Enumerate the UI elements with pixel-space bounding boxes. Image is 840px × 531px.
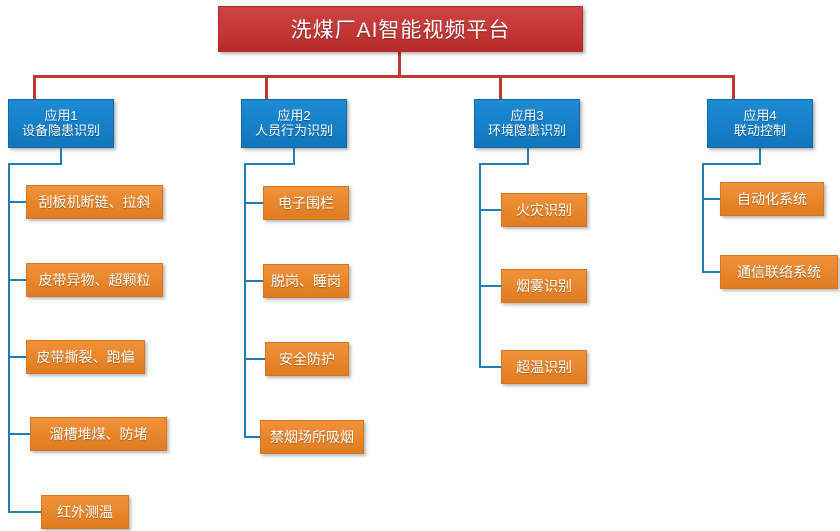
leaf-node-app3-1-label: 火灾识别 bbox=[516, 202, 572, 218]
branch1-elbow-connector bbox=[8, 163, 62, 165]
branch2-stem-connector bbox=[293, 148, 295, 164]
leaf-node-app1-1[interactable]: 刮板机断链、拉斜 bbox=[26, 185, 163, 219]
leaf-node-app2-4-label: 禁烟场所吸烟 bbox=[270, 429, 354, 445]
leaf-node-app4-2[interactable]: 通信联络系统 bbox=[720, 255, 838, 289]
root-node-platform-title[interactable]: 洗煤厂AI智能视频平台 bbox=[218, 6, 583, 52]
app-node-app1[interactable]: 应用1 设备隐患识别 bbox=[8, 99, 114, 148]
root-stem-connector bbox=[398, 52, 401, 77]
app-node-app1-line1: 应用1 bbox=[44, 107, 78, 123]
leaf-node-app1-4[interactable]: 溜槽堆煤、防堵 bbox=[30, 417, 167, 451]
leaf-node-app1-3-label: 皮带撕裂、跑偏 bbox=[36, 349, 135, 365]
branch3-elbow-connector bbox=[479, 163, 529, 165]
branch2-leaf-connector-1 bbox=[244, 202, 264, 204]
app-node-app2-line2: 人员行为识别 bbox=[254, 122, 333, 138]
leaf-node-app2-3-label: 安全防护 bbox=[279, 351, 335, 367]
branch2-leaf-connector-2 bbox=[244, 280, 264, 282]
branch1-leaf-connector-5 bbox=[8, 511, 41, 513]
leaf-node-app2-2-label: 脱岗、睡岗 bbox=[271, 273, 341, 289]
branch3-leaf-connector-3 bbox=[479, 366, 502, 368]
root-bus-connector bbox=[33, 75, 735, 78]
branch3-spine-connector bbox=[479, 163, 481, 368]
app-node-app3[interactable]: 应用3 环境隐患识别 bbox=[474, 99, 580, 148]
leaf-node-app2-1-label: 电子围栏 bbox=[278, 195, 334, 211]
branch2-elbow-connector bbox=[244, 163, 295, 165]
leaf-node-app3-2[interactable]: 烟雾识别 bbox=[501, 269, 587, 303]
root-drop-connector-2 bbox=[265, 75, 268, 99]
root-drop-connector-1 bbox=[33, 75, 36, 99]
app-node-app4-line2: 联动控制 bbox=[733, 122, 786, 138]
branch1-leaf-connector-4 bbox=[8, 433, 30, 435]
app-node-app2[interactable]: 应用2 人员行为识别 bbox=[241, 99, 347, 148]
branch1-stem-connector bbox=[60, 148, 62, 164]
leaf-node-app1-4-label: 溜槽堆煤、防堵 bbox=[49, 426, 148, 442]
leaf-node-app1-2[interactable]: 皮带异物、超颗粒 bbox=[26, 263, 163, 297]
leaf-node-app1-2-label: 皮带异物、超颗粒 bbox=[38, 272, 151, 288]
app-node-app3-line2: 环境隐患识别 bbox=[487, 122, 566, 138]
app-node-app4-line1: 应用4 bbox=[743, 107, 777, 123]
root-drop-connector-4 bbox=[732, 75, 735, 99]
branch4-stem-connector bbox=[759, 148, 761, 164]
leaf-node-app1-5[interactable]: 红外测温 bbox=[41, 495, 129, 529]
branch1-leaf-connector-2 bbox=[8, 279, 27, 281]
leaf-node-app2-4[interactable]: 禁烟场所吸烟 bbox=[260, 420, 364, 454]
leaf-node-app2-2[interactable]: 脱岗、睡岗 bbox=[263, 264, 349, 298]
app-node-app2-line1: 应用2 bbox=[277, 107, 311, 123]
leaf-node-app3-3-label: 超温识别 bbox=[516, 359, 572, 375]
leaf-node-app4-1[interactable]: 自动化系统 bbox=[720, 182, 824, 216]
leaf-node-app3-2-label: 烟雾识别 bbox=[516, 278, 572, 294]
root-node-label: 洗煤厂AI智能视频平台 bbox=[290, 19, 511, 42]
leaf-node-app4-1-label: 自动化系统 bbox=[737, 191, 807, 207]
branch1-leaf-connector-1 bbox=[8, 201, 27, 203]
leaf-node-app1-3[interactable]: 皮带撕裂、跑偏 bbox=[26, 340, 145, 374]
leaf-node-app1-5-label: 红外测温 bbox=[57, 504, 113, 520]
leaf-node-app2-3[interactable]: 安全防护 bbox=[265, 342, 349, 376]
branch4-elbow-connector bbox=[702, 163, 761, 165]
app-node-app4[interactable]: 应用4 联动控制 bbox=[707, 99, 813, 148]
branch1-leaf-connector-3 bbox=[8, 356, 27, 358]
branch2-spine-connector bbox=[244, 163, 246, 438]
branch4-leaf-connector-2 bbox=[702, 271, 721, 273]
branch3-leaf-connector-2 bbox=[479, 285, 502, 287]
leaf-node-app3-3[interactable]: 超温识别 bbox=[501, 350, 587, 384]
leaf-node-app4-2-label: 通信联络系统 bbox=[737, 264, 821, 280]
branch3-stem-connector bbox=[527, 148, 529, 164]
branch4-spine-connector bbox=[702, 163, 704, 273]
leaf-node-app1-1-label: 刮板机断链、拉斜 bbox=[38, 194, 151, 210]
branch2-leaf-connector-4 bbox=[244, 436, 261, 438]
branch3-leaf-connector-1 bbox=[479, 209, 502, 211]
app-node-app1-line2: 设备隐患识别 bbox=[21, 122, 100, 138]
branch4-leaf-connector-1 bbox=[702, 198, 721, 200]
root-drop-connector-3 bbox=[499, 75, 502, 99]
branch2-leaf-connector-3 bbox=[244, 358, 266, 360]
branch1-spine-connector bbox=[8, 163, 10, 513]
leaf-node-app3-1[interactable]: 火灾识别 bbox=[501, 193, 587, 227]
app-node-app3-line1: 应用3 bbox=[510, 107, 544, 123]
leaf-node-app2-1[interactable]: 电子围栏 bbox=[263, 186, 349, 220]
